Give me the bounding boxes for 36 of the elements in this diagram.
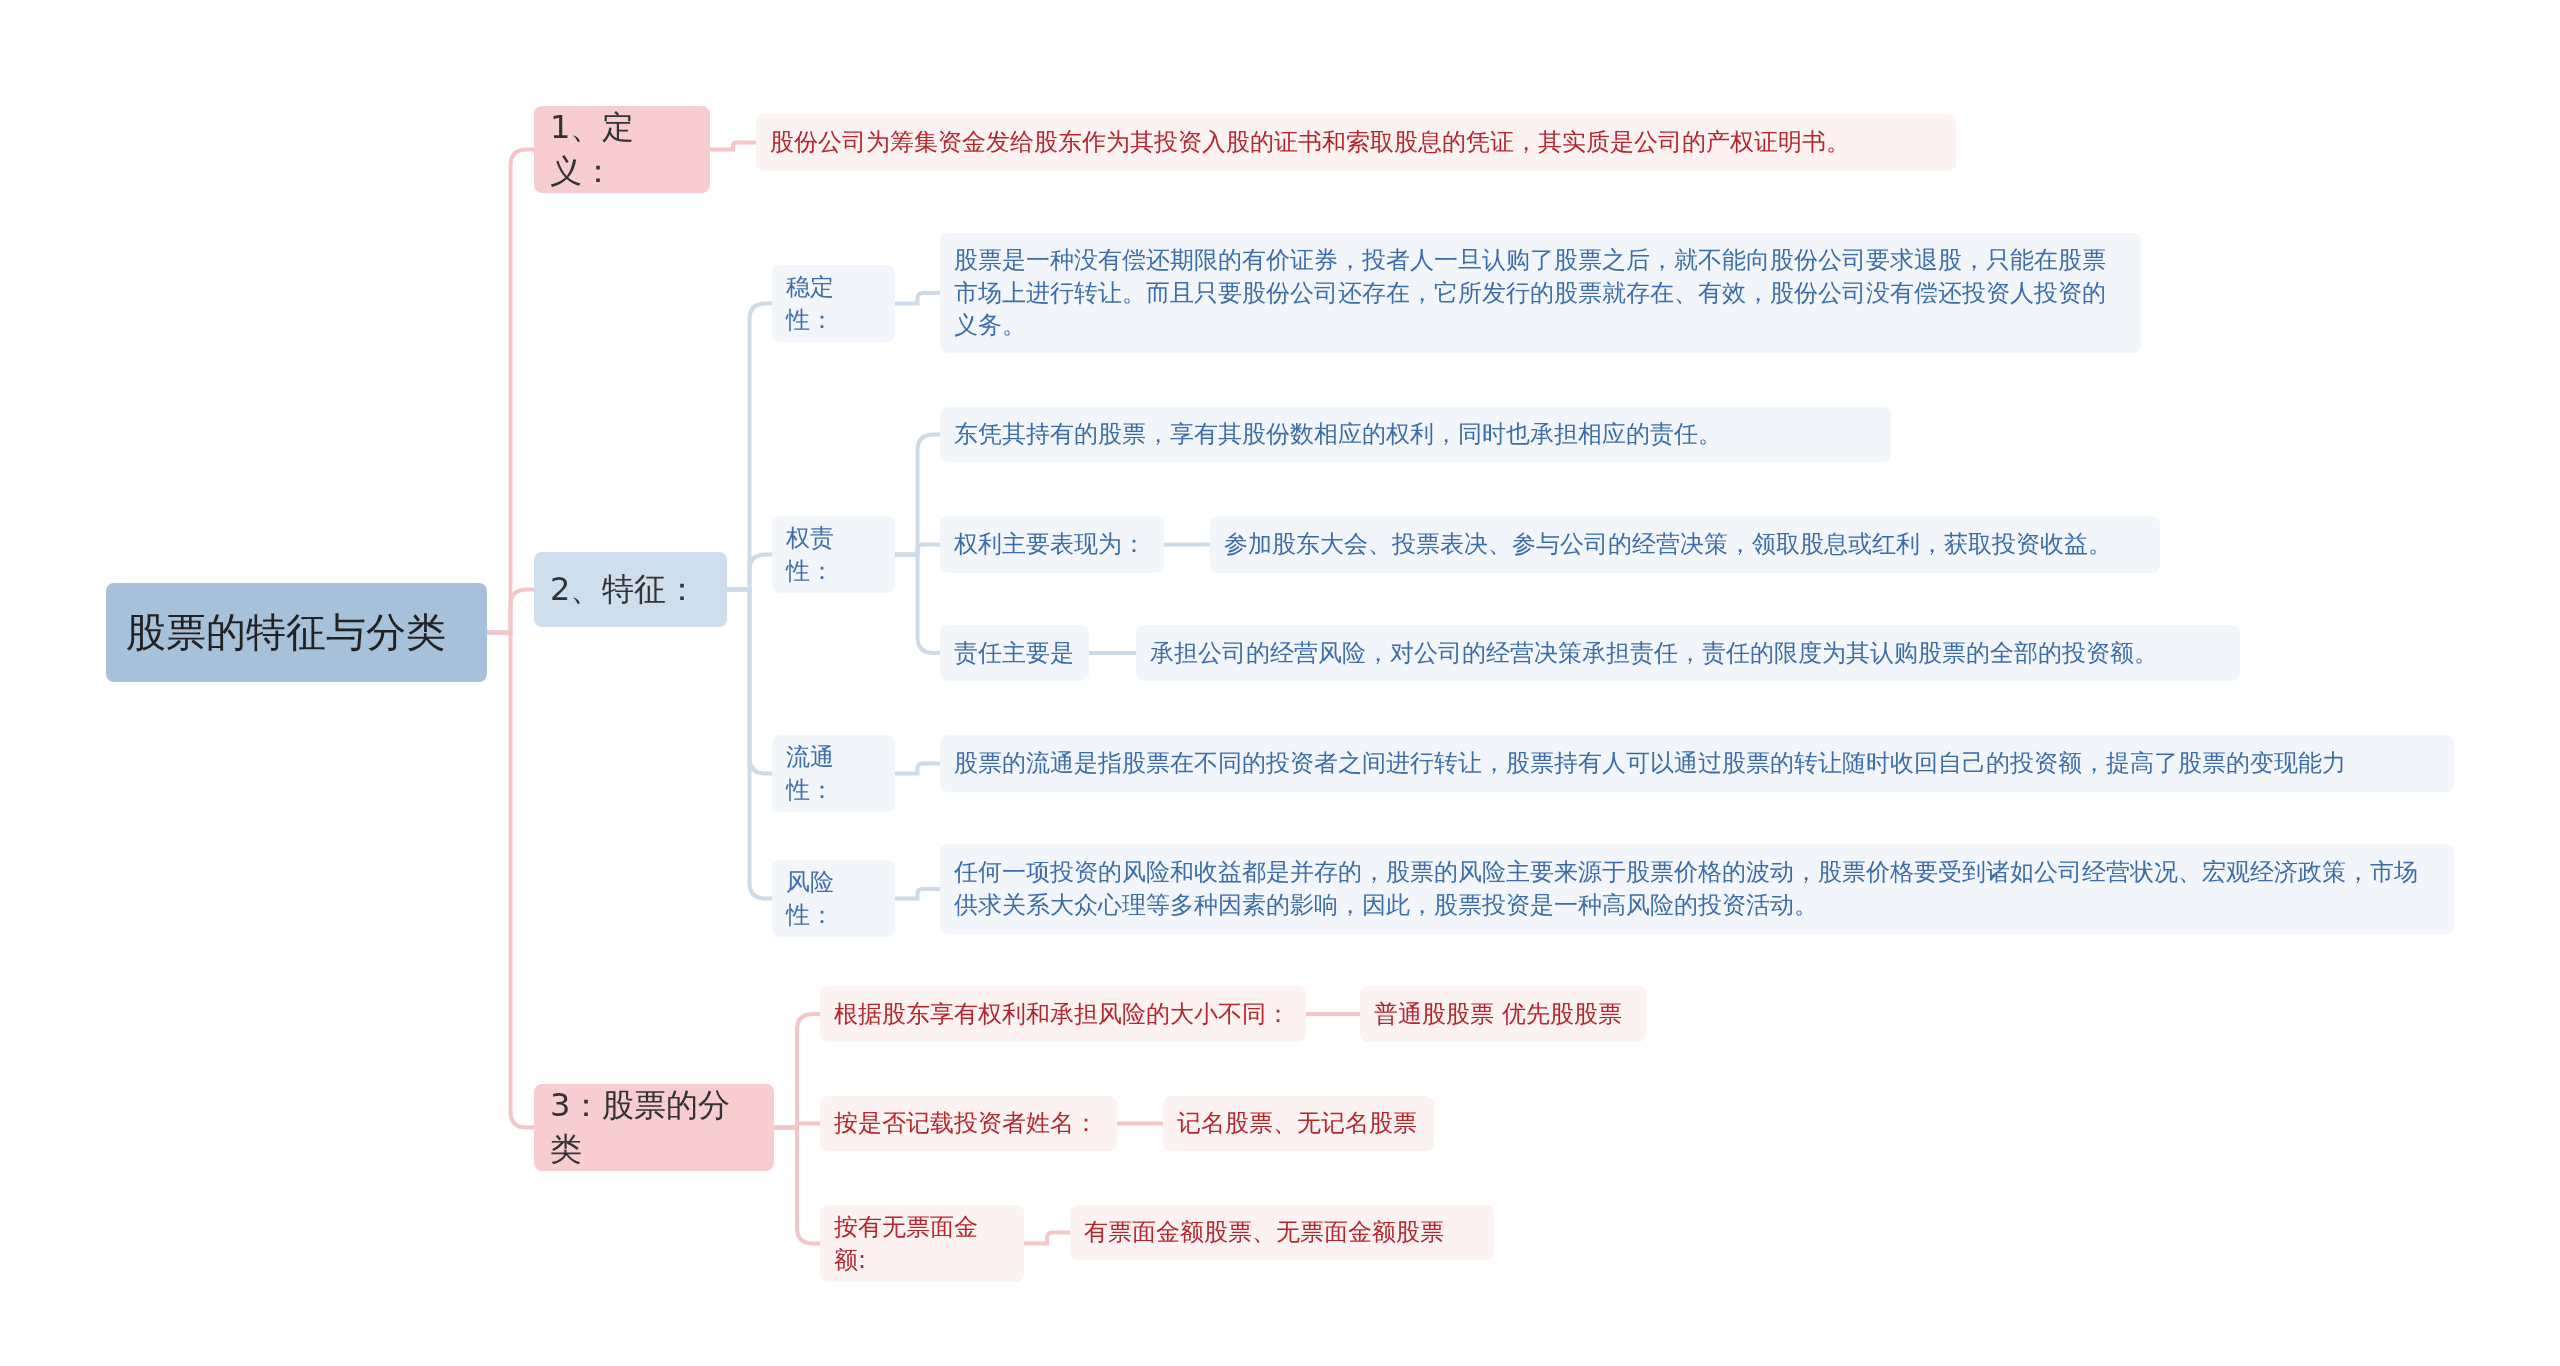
- subtopic-box: 责任主要是: [940, 625, 1089, 681]
- subtopic-box: 普通股股票 优先股股票: [1360, 986, 1646, 1042]
- connector-line: [710, 140, 756, 152]
- connector-line: [1306, 1012, 1360, 1016]
- subtopic-box: 有票面金额股票、无票面金额股票: [1070, 1205, 1494, 1260]
- connector-line: [895, 552, 940, 655]
- subtopic-box: 稳定性：: [772, 265, 895, 343]
- branch-topic-box: 3：股票的分类: [534, 1084, 774, 1172]
- subtopic-box: 股票的流通是指股票在不同的投资者之间进行转让，股票持有人可以通过股票的转让随时收回自己的投资额，提高了股票的变现能力: [940, 735, 2454, 792]
- subtopic-box: 按有无票面金额:: [820, 1205, 1024, 1283]
- branch-topic-box: 1、定义：: [534, 106, 710, 194]
- subtopic-box: 东凭其持有的股票，享有其股份数相应的权利，同时也承担相应的责任。: [940, 407, 1891, 462]
- subtopic-box: 权利主要表现为：: [940, 516, 1164, 573]
- subtopic-box: 按是否记载投资者姓名：: [820, 1096, 1117, 1151]
- connector-line: [1117, 1121, 1163, 1126]
- subtopic-box: 股份公司为筹集资金发给股东作为其投资入股的证书和索取股息的凭证，其实质是公司的产权证明书。: [756, 114, 1956, 171]
- subtopic-box: 风险性：: [772, 860, 895, 938]
- connector-line: [895, 887, 940, 901]
- connector-line: [1089, 651, 1136, 655]
- subtopic-box: 股票是一种没有偿还期限的有价证券，投者人一旦认购了股票之后，就不能向股份公司要求退股，只能在股票市场上进行转让。而且只要股份公司还存在，它所发行的股票就存在、有效，股份公司没有偿还投资人投资的义务。: [940, 233, 2141, 353]
- subtopic-box: 记名股票、无记名股票: [1163, 1096, 1434, 1151]
- connector-line: [895, 291, 940, 306]
- connector-line: [895, 761, 940, 776]
- subtopic-box: 流通性：: [772, 735, 895, 813]
- connector-line: [1024, 1230, 1070, 1246]
- connector-line: [1164, 542, 1210, 547]
- subtopic-box: 权责性：: [772, 516, 895, 594]
- branch-topic-box: 2、特征：: [534, 552, 727, 627]
- connector-line: [727, 587, 772, 901]
- subtopic-box: 参加股东大会、投票表决、参与公司的经营决策，领取股息或红利，获取投资收益。: [1210, 516, 2160, 573]
- subtopic-box: 根据股东享有权利和承担风险的大小不同：: [820, 986, 1306, 1042]
- connector-line: [774, 1125, 820, 1246]
- connector-line: [487, 630, 534, 1130]
- subtopic-box: 任何一项投资的风险和收益都是并存的，股票的风险主要来源于股票价格的波动，股票价格要受到诸如公司经营状况、宏观经济政策，市场供求关系大众心理等多种因素的影响，因此，股票投资是一种高风险的投资活动。: [940, 844, 2454, 934]
- subtopic-box: 承担公司的经营风险，对公司的经营决策承担责任，责任的限度为其认购股票的全部的投资额。: [1136, 625, 2240, 681]
- root-topic-box: 股票的特征与分类: [106, 583, 487, 682]
